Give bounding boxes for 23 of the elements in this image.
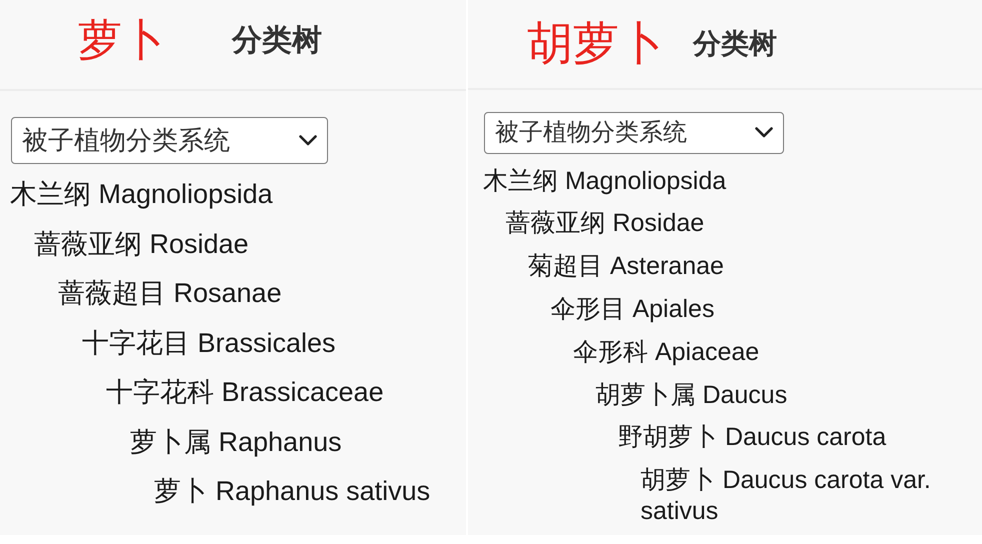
taxon-label: 野胡萝卜 Daucus carota xyxy=(618,422,886,454)
dropdown-select: 被子植物分类系统 xyxy=(484,112,784,154)
heading: 分类树 xyxy=(693,27,777,61)
plant-name-heading: 萝卜 xyxy=(78,15,166,67)
taxon-label: 伞形科 Apiaceae xyxy=(573,336,760,368)
heading: 分类树 xyxy=(232,23,322,59)
taxon-label: 蔷薇亚纲 Rosidae xyxy=(506,208,704,240)
dropdown-select: 被子植物分类系统 xyxy=(11,117,328,164)
taxon-label: 胡萝卜 Daucus carota var. sativus xyxy=(640,465,932,528)
taxon-label: 萝卜 Raphanus sativus xyxy=(154,475,430,507)
taxon-label: 木兰纲 Magnoliopsida xyxy=(483,166,726,196)
taxon-label: 胡萝卜属 Daucus xyxy=(596,380,788,410)
panel xyxy=(0,0,466,535)
taxon-label: 木兰纲 Magnoliopsida xyxy=(10,178,273,210)
taxon-label: 萝卜属 Raphanus xyxy=(130,426,342,458)
taxon-label: 伞形目 Apiales xyxy=(550,294,714,325)
taxon-label: 菊超目 Asteranae xyxy=(528,251,724,282)
taxon-label: 十字花目 Brassicales xyxy=(82,326,336,358)
taxon-label: 十字花科 Brassicaceae xyxy=(106,376,384,408)
plant-name-heading: 胡萝卜 xyxy=(527,16,665,71)
panel xyxy=(468,0,982,535)
taxon-label: 蔷薇亚纲 Rosidae xyxy=(34,228,249,260)
taxon-label: 蔷薇超目 Rosanae xyxy=(58,277,282,309)
